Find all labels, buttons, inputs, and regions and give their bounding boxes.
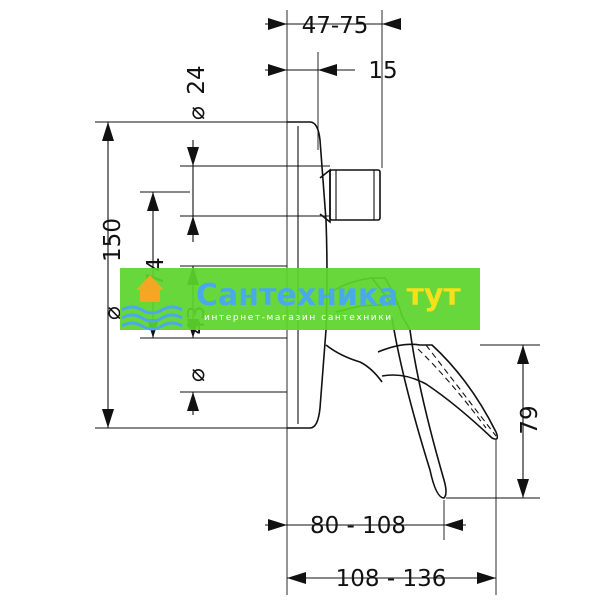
dimension-spout-reach-short: 80 - 108: [265, 500, 466, 540]
dimension-top-offset: 15: [265, 52, 398, 150]
watermark-background: [120, 268, 480, 330]
dimension-outlet-height: 79: [446, 344, 543, 499]
dim-spout-reach-short-label: 80 - 108: [310, 513, 406, 539]
diverter-knob: [319, 168, 381, 224]
dim-diam-outlet-prefix: ⌀: [184, 368, 210, 382]
dim-outlet-height-label: 79: [517, 405, 543, 434]
dim-diam-inlet-prefix: ⌀: [184, 106, 210, 120]
dim-top-depth-label: 47-75: [302, 13, 369, 39]
lever-handle: [377, 317, 499, 499]
dim-top-offset-label: 15: [368, 58, 397, 84]
dimension-top-depth: 47-75: [265, 10, 401, 168]
dim-diam-inlet-label: 24: [184, 65, 210, 94]
watermark-brand-main: Сантехника: [196, 278, 398, 313]
dim-diam-plate-prefix: ⌀: [100, 306, 126, 320]
dimension-diam-inlet: ⌀ 24: [180, 65, 330, 242]
dim-diam-plate-label: 150: [100, 218, 126, 262]
dim-spout-reach-long-label: 108 - 136: [336, 566, 447, 592]
dimension-diam-outlet: ⌀: [180, 368, 287, 415]
watermark-tagline: интернет-магазин сантехники: [204, 313, 393, 323]
dimension-spout-reach-long: 108 - 136: [287, 440, 497, 595]
house-logo-icon: [121, 275, 183, 331]
dimension-diam-plate: ⌀ 150: [95, 121, 287, 429]
watermark-brand-accent: тут: [406, 278, 461, 313]
